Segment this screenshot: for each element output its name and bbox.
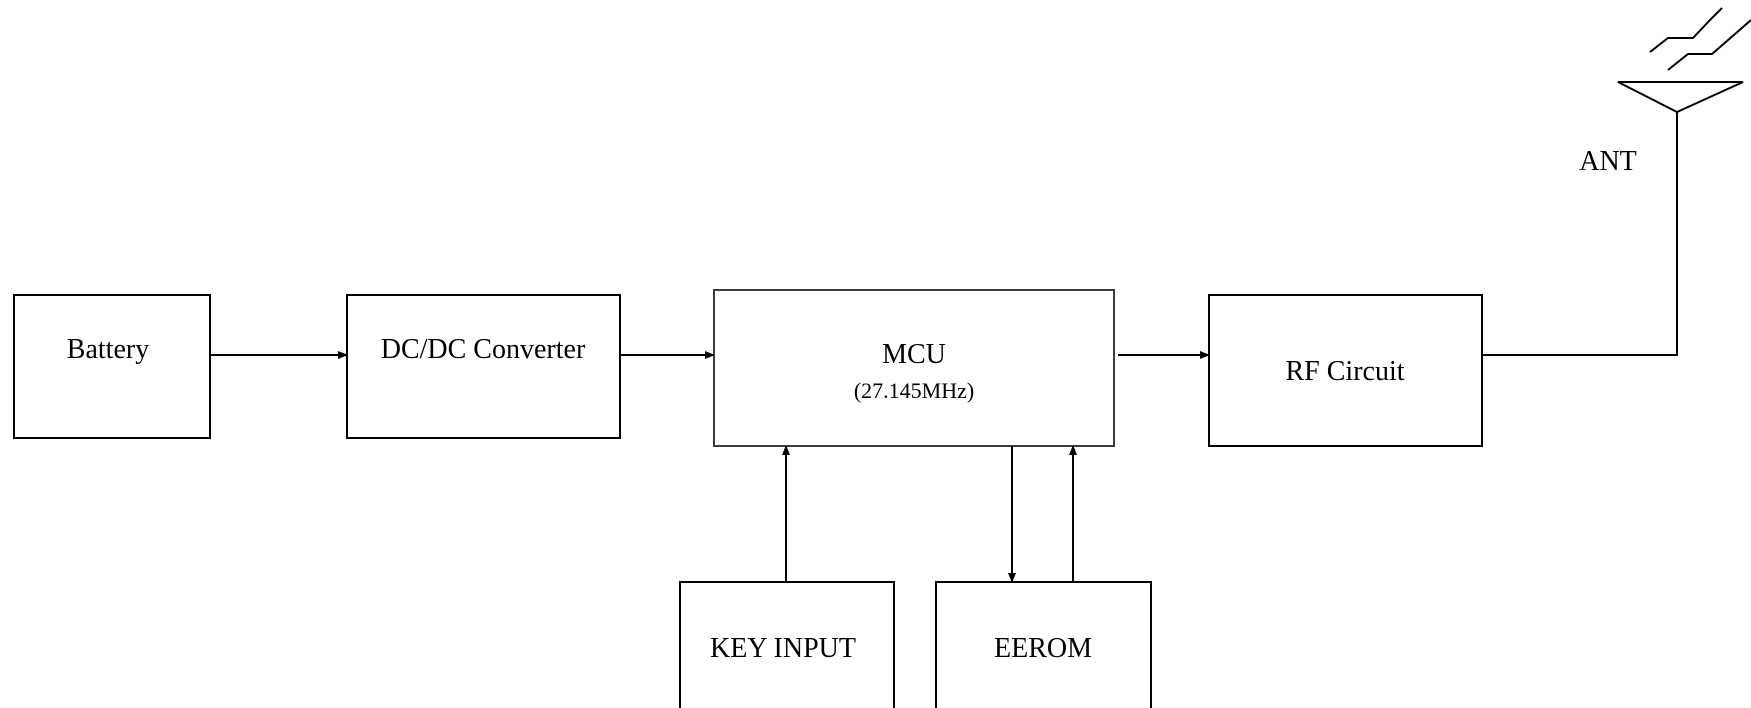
- rf-to-antenna-line: [1482, 112, 1678, 356]
- mcu-label: MCU: [882, 339, 946, 370]
- battery-label: Battery: [67, 334, 149, 365]
- antenna-label: ANT: [1579, 146, 1637, 177]
- eerom-block: EEROM: [935, 581, 1152, 708]
- dcdc-converter-block: DC/DC Converter: [346, 294, 621, 439]
- dcdc-converter-label: DC/DC Converter: [381, 334, 586, 365]
- rf-circuit-block: RF Circuit: [1208, 294, 1483, 447]
- battery-block: Battery: [13, 294, 211, 439]
- rf-circuit-label: RF Circuit: [1285, 356, 1404, 387]
- battery-box: [13, 294, 211, 439]
- key-input-label: KEY INPUT: [710, 633, 856, 664]
- eerom-box: [935, 581, 1152, 708]
- mcu-box: [713, 289, 1115, 447]
- mcu-block: MCU (27.145MHz): [713, 289, 1115, 447]
- key-input-block: KEY INPUT: [679, 581, 895, 708]
- eerom-label: EEROM: [994, 633, 1092, 664]
- mcu-frequency-label: (27.145MHz): [854, 378, 974, 403]
- dcdc-converter-box: [346, 294, 621, 439]
- antenna-icon: [1617, 7, 1751, 114]
- rf-circuit-box: [1208, 294, 1483, 447]
